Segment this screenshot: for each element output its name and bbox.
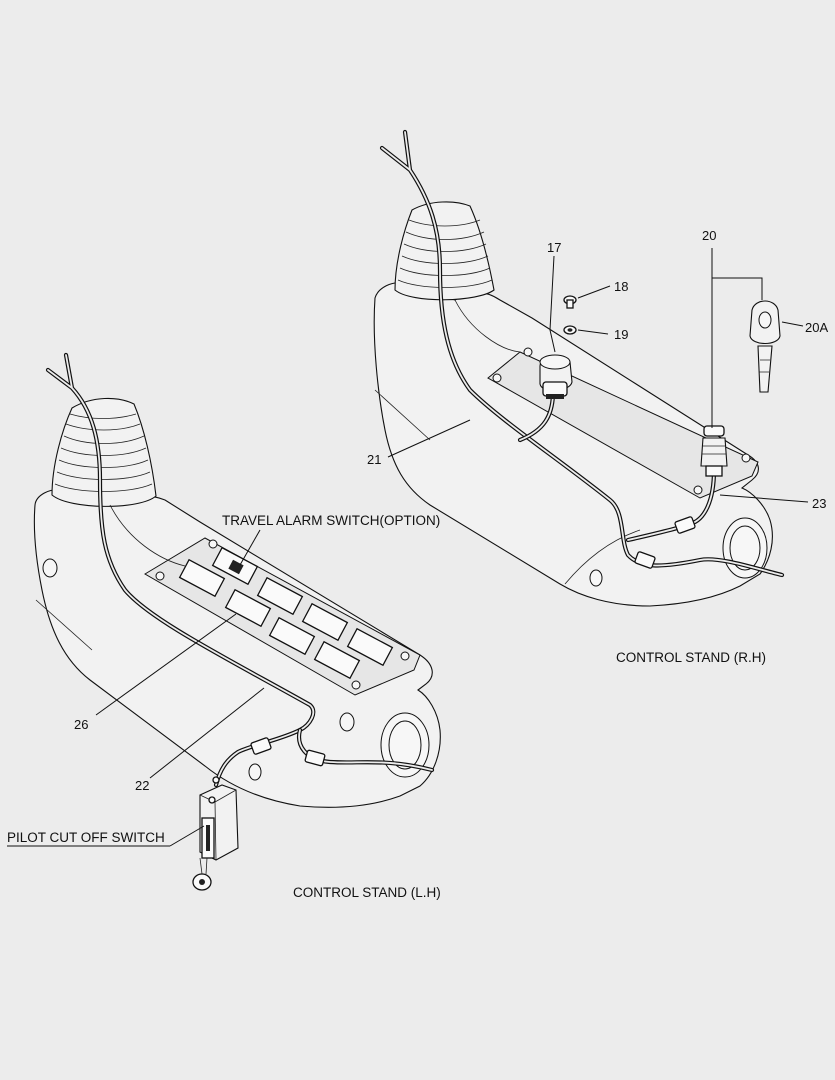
callout-travel-alarm-switch: TRAVEL ALARM SWITCH(OPTION) [222, 513, 440, 528]
lh-wire-harness [45, 352, 435, 788]
key-switch-part-20 [700, 425, 728, 477]
label-23: 23 [812, 496, 826, 511]
caption-control-stand-rh: CONTROL STAND (R.H) [616, 650, 766, 665]
leader-20 [711, 248, 763, 428]
leader-travel-alarm [239, 529, 261, 566]
label-26: 26 [74, 717, 88, 732]
leader-26 [95, 613, 237, 716]
leader-21 [387, 419, 471, 458]
rh-connector [634, 551, 656, 569]
socket-part-17 [539, 354, 573, 399]
label-21: 21 [367, 452, 381, 467]
label-22: 22 [135, 778, 149, 793]
leader-18 [577, 285, 611, 299]
label-20a: 20A [805, 320, 828, 335]
label-17: 17 [547, 240, 561, 255]
leader-23 [719, 494, 809, 503]
leader-pilot-cut-off [169, 825, 205, 847]
leader-20a [781, 321, 804, 327]
rh-wire-harness [379, 129, 785, 578]
callout-pilot-cut-off-switch: PILOT CUT OFF SWITCH [7, 830, 165, 845]
leader-22 [149, 687, 265, 779]
leader-lines [7, 248, 809, 847]
rocker-switch [256, 576, 304, 616]
screw-part-18 [563, 295, 577, 309]
rocker-switch [268, 616, 316, 656]
label-20: 20 [702, 228, 716, 243]
rocker-switch [224, 588, 272, 628]
control-stand-rh [373, 129, 785, 607]
caption-control-stand-lh: CONTROL STAND (L.H) [293, 885, 441, 900]
lh-side-hole [42, 558, 58, 578]
lh-bellows-boot [51, 397, 157, 507]
rocker-switch [178, 558, 226, 598]
label-18: 18 [614, 279, 628, 294]
lh-switch-panel [178, 546, 394, 680]
leader-19 [577, 329, 609, 335]
rocker-switch [313, 640, 361, 680]
rocker-switch [346, 627, 394, 667]
pilot-cut-off-switch [192, 776, 239, 891]
key-part-20a [749, 300, 781, 393]
lh-connector [304, 749, 326, 767]
rh-connector [674, 516, 696, 534]
rh-bolt-hole [492, 373, 502, 383]
washer-part-19 [563, 325, 577, 335]
rh-bellows-boot [394, 201, 495, 301]
rh-side-hole [589, 569, 603, 587]
lh-connector [250, 737, 272, 755]
label-19: 19 [614, 327, 628, 342]
control-stand-lh [33, 352, 441, 891]
rocker-switch [301, 602, 349, 642]
leader-17 [549, 255, 556, 353]
